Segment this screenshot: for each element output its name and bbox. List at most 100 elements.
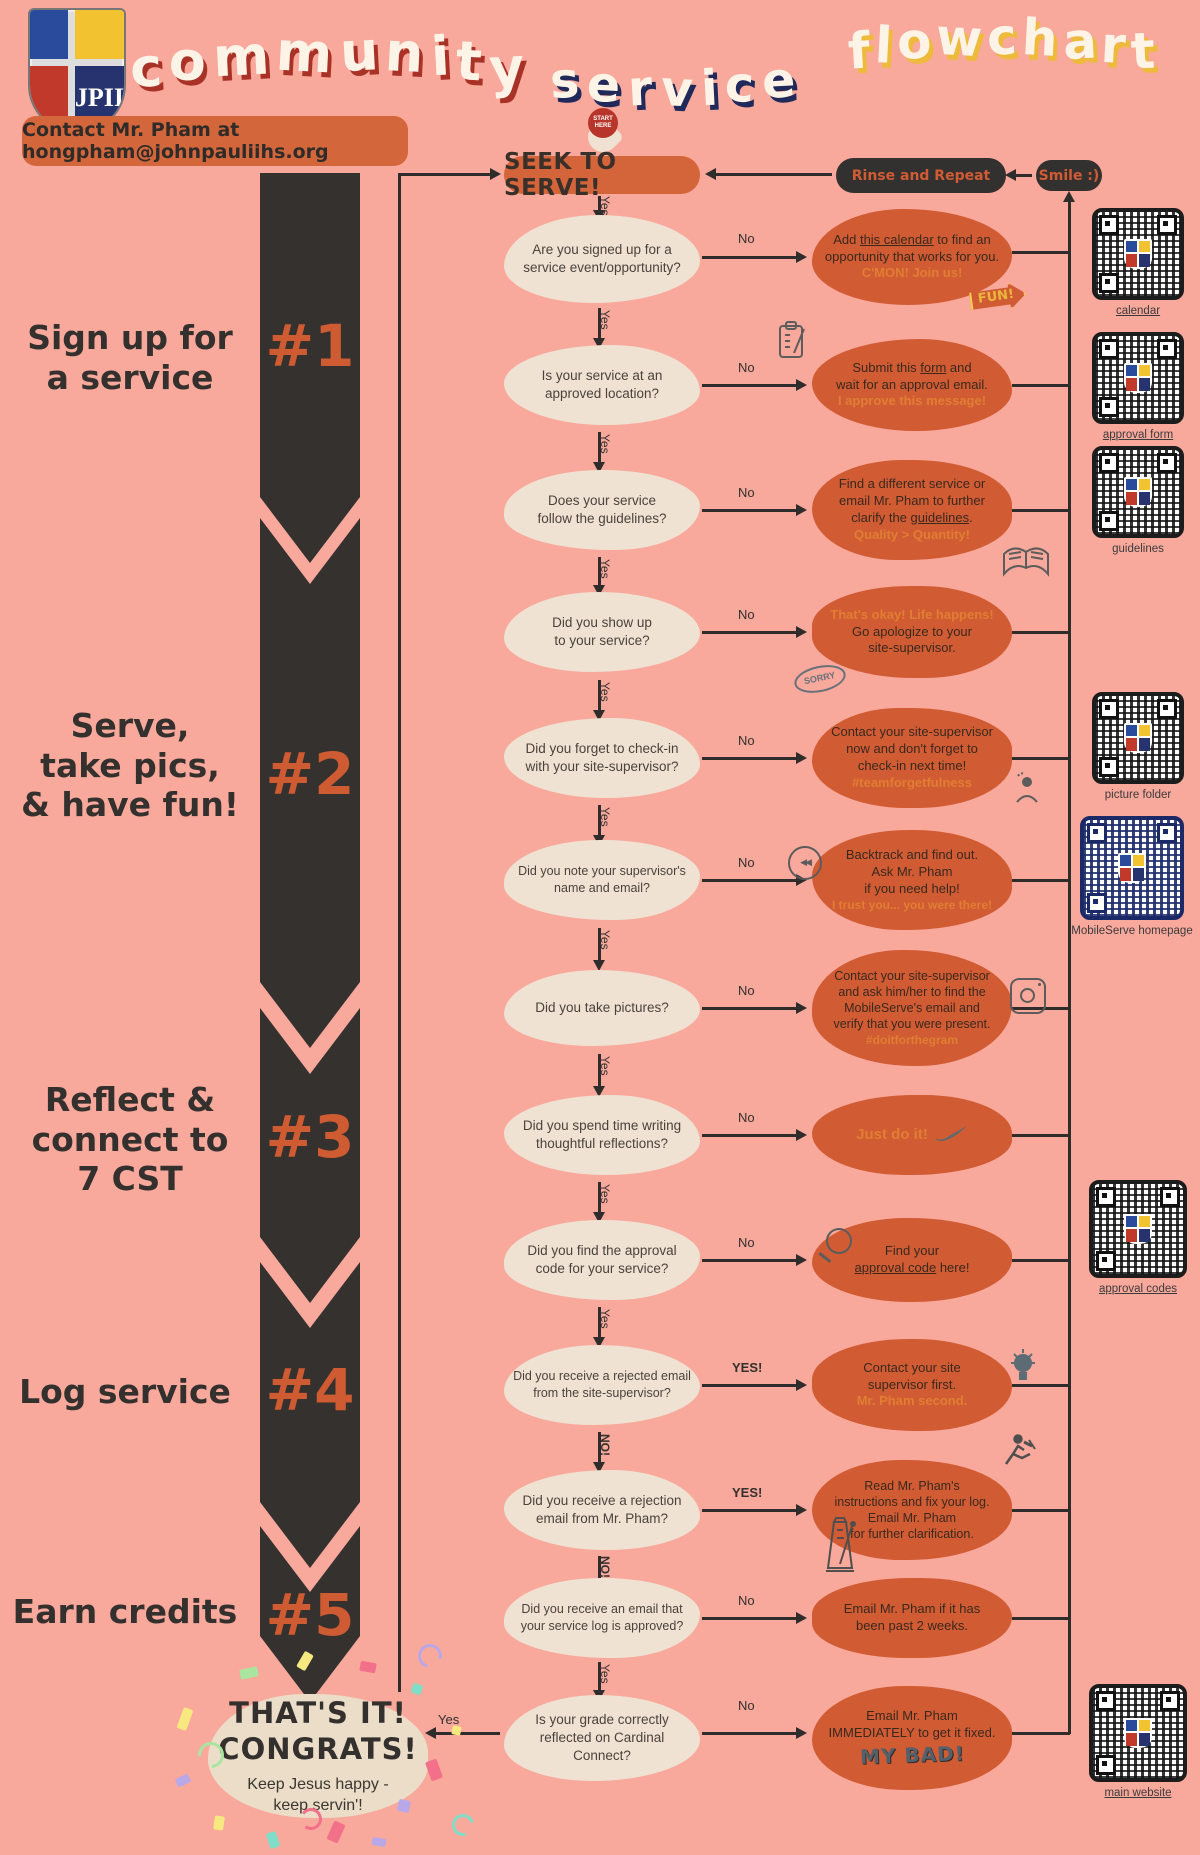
return-stub xyxy=(1012,1384,1070,1387)
qr-label-calendar[interactable]: calendar xyxy=(1115,305,1161,317)
flow-arrow xyxy=(593,557,605,596)
qr-code-image xyxy=(1092,208,1184,300)
branch-arrow xyxy=(702,1612,807,1624)
start-pin-text: START HERE xyxy=(593,116,613,129)
response-post: to find an opportunity that works for yo… xyxy=(824,231,1000,264)
flow-arrow-label: Yes xyxy=(598,930,612,950)
question-blob: Did you forget to check-in with your sit… xyxy=(504,718,700,798)
response-text: Contact your site-supervisor and ask him… xyxy=(833,968,991,1032)
question-text: Did you receive a rejection email from M… xyxy=(522,1492,682,1526)
return-stub xyxy=(1012,1259,1070,1262)
calendar-link[interactable]: this calendar xyxy=(859,231,934,247)
return-stub xyxy=(1012,384,1070,387)
flow-arrow xyxy=(593,1182,605,1223)
branch-arrow xyxy=(702,379,807,391)
qr-mobileserve: MobileServe homepage xyxy=(1071,816,1193,937)
response-pre: Submit this xyxy=(852,359,921,375)
qr-logo-shield xyxy=(1124,1214,1152,1244)
qr-label-main-website[interactable]: main website xyxy=(1104,1787,1172,1799)
response-bubble: Submit this form and wait for an approva… xyxy=(779,321,1012,431)
flow-arrow xyxy=(593,1054,605,1097)
response-accent: That's okay! Life happens! xyxy=(830,606,994,622)
return-stub xyxy=(1012,1134,1070,1137)
metronome-icon xyxy=(826,1517,856,1572)
branch-label: No xyxy=(738,733,755,748)
qr-label-approval-form[interactable]: approval form xyxy=(1102,429,1174,441)
branch-arrow xyxy=(702,1727,807,1739)
flow-arrow-label: Yes xyxy=(598,807,612,827)
response-bubble: That's okay! Life happens! Go apologize … xyxy=(791,586,1012,698)
qr-main-website: main website xyxy=(1086,1684,1190,1799)
question-text: Is your grade correctly reflected on Car… xyxy=(535,1711,669,1764)
book-icon xyxy=(1003,547,1049,577)
qr-label-approval-codes[interactable]: approval codes xyxy=(1099,1283,1177,1295)
question-text: Did you show up to your service? xyxy=(552,614,652,648)
confetti xyxy=(326,1820,346,1844)
response-text: Add this calendar to find an opportunity… xyxy=(825,232,999,266)
congrats-blob: THAT'S IT! CONGRATS! Keep Jesus happy - … xyxy=(208,1694,428,1818)
form-link[interactable]: form xyxy=(920,359,947,375)
response-accent: I approve this message! xyxy=(837,393,987,409)
confetti xyxy=(424,1758,444,1782)
response-post: . xyxy=(969,510,973,525)
qr-picture-folder: picture folder xyxy=(1086,692,1190,801)
qr-code-image xyxy=(1092,332,1184,424)
question-blob: Did you spend time writing thoughtful re… xyxy=(504,1095,700,1175)
response-accent: Quality > Quantity! xyxy=(854,526,970,542)
flow-arrow-label: Yes xyxy=(598,1056,612,1076)
rinse-label: Rinse and Repeat xyxy=(851,167,991,184)
question-text: Did you receive an email that your servi… xyxy=(520,1602,684,1633)
branch-label: No xyxy=(738,1593,755,1608)
response-text: Contact your site-supervisor now and don… xyxy=(831,724,993,773)
branch-label: No xyxy=(738,1235,755,1250)
question-blob: Did you note your supervisor's name and … xyxy=(504,840,700,920)
response-accent: Just do it! xyxy=(856,1126,928,1144)
lightbulb-icon xyxy=(1011,1349,1035,1380)
response-pre: Find a different service or email Mr. Ph… xyxy=(838,476,986,525)
question-blob: Did you find the approval code for your … xyxy=(504,1220,700,1300)
response-post: and wait for an approval email. xyxy=(836,359,988,392)
school-logo: JPII xyxy=(28,8,126,132)
approval-code-link[interactable]: approval code xyxy=(854,1260,937,1275)
branch-arrow xyxy=(702,504,807,516)
question-blob: Is your grade correctly reflected on Car… xyxy=(504,1695,700,1781)
question-blob: Does your service follow the guidelines? xyxy=(504,470,700,550)
response-accent: C'MON! Join us! xyxy=(861,265,963,281)
smile-to-rinse-arrow xyxy=(1005,169,1032,181)
seek-to-serve-box: SEEK TO SERVE! xyxy=(504,149,700,201)
smile-pill: Smile :) xyxy=(1036,160,1102,191)
response-bubble: Add this calendar to find an opportunity… xyxy=(812,209,1012,305)
contact-text: Contact Mr. Pham at hongpham@johnpauliih… xyxy=(22,119,329,163)
guidelines-link[interactable]: guidelines xyxy=(910,510,970,525)
branch-label: No xyxy=(738,1110,755,1125)
qr-approval-codes: approval codes xyxy=(1086,1180,1190,1295)
flow-arrow xyxy=(593,1432,605,1473)
step-label-5: Earn credits xyxy=(12,1592,238,1631)
response-text: Go apologize to your site-supervisor. xyxy=(852,623,972,656)
confetti xyxy=(359,1660,377,1674)
right-return-line xyxy=(1063,191,1075,1734)
final-yes-label: Yes xyxy=(438,1712,460,1727)
qr-label-picture-folder: picture folder xyxy=(1104,789,1172,801)
branch-label: No xyxy=(738,983,755,998)
start-pin-label: START HERE xyxy=(588,108,618,138)
left-loop-line xyxy=(398,173,401,1692)
branch-label: No xyxy=(738,855,755,870)
flow-arrow-label: Yes xyxy=(598,196,612,216)
response-accent: #doitforthegram xyxy=(865,1032,958,1047)
flow-arrow xyxy=(593,1307,605,1348)
congrats-subtitle: Keep Jesus happy - keep servin'! xyxy=(247,1776,389,1815)
return-stub xyxy=(1012,631,1070,634)
branch-label: No xyxy=(738,231,755,246)
response-bubble: Contact your site-supervisor and ask him… xyxy=(812,950,1046,1066)
branch-arrow xyxy=(702,1504,807,1516)
question-text: Does your service follow the guidelines? xyxy=(537,492,667,526)
qr-logo-shield xyxy=(1124,239,1152,269)
flow-arrow-label: Yes xyxy=(598,559,612,579)
qr-logo-shield xyxy=(1124,1718,1152,1748)
qr-label-mobileserve: MobileServe homepage xyxy=(1071,925,1193,937)
return-stub xyxy=(1012,509,1070,512)
branch-arrow xyxy=(702,1254,807,1266)
title-word-service: service xyxy=(548,50,806,120)
return-stub xyxy=(1012,879,1070,882)
